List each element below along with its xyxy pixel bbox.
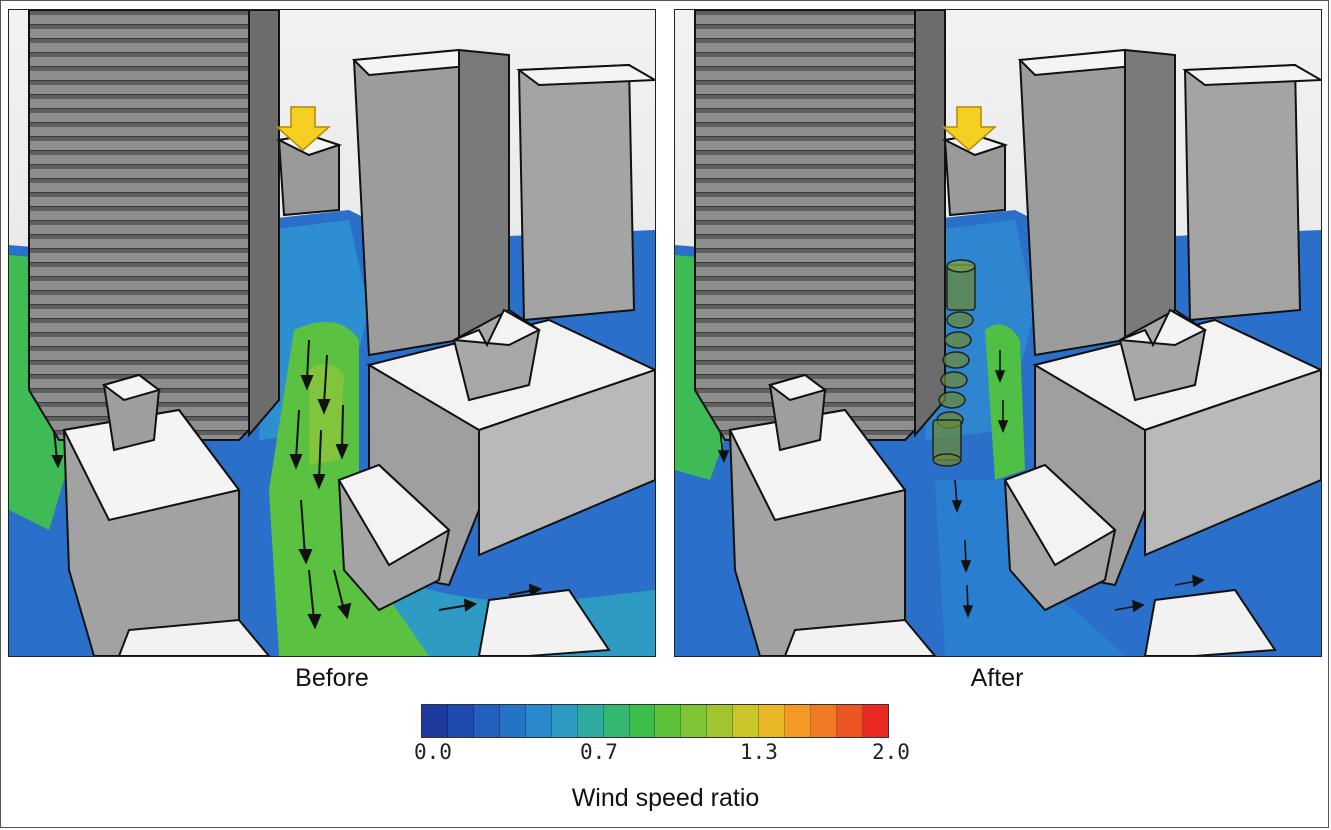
- colorbar-swatch: [551, 705, 578, 737]
- wind-speed-colorbar: [421, 704, 889, 738]
- colorbar-swatch: [422, 705, 448, 737]
- caption-before: Before: [295, 664, 369, 692]
- inflow-arrow-icon: [941, 106, 997, 152]
- colorbar-tick-label: 0.0: [414, 740, 452, 764]
- before-left-block: [62, 373, 241, 656]
- colorbar-swatch: [447, 705, 474, 737]
- before-front-block: [337, 308, 655, 612]
- after-left-block: [728, 373, 907, 656]
- colorbar-swatch: [785, 705, 812, 737]
- colorbar-swatch: [629, 705, 656, 737]
- colorbar-swatch: [733, 705, 760, 737]
- colorbar-swatch: [862, 705, 888, 737]
- colorbar-swatch: [525, 705, 552, 737]
- colorbar-tick-label: 1.3: [740, 740, 778, 764]
- colorbar-swatch: [837, 705, 863, 737]
- colorbar-swatch: [473, 705, 500, 737]
- colorbar-swatch: [499, 705, 526, 737]
- colorbar-swatch: [577, 705, 604, 737]
- before-tower: [28, 10, 280, 441]
- panel-before-simulation: [8, 9, 656, 657]
- before-wind-vectors: [43, 310, 543, 630]
- after-front-block: [1003, 308, 1321, 612]
- colorbar-swatch: [707, 705, 734, 737]
- panel-after-simulation: [674, 9, 1322, 657]
- ground-field-green-strip: [985, 324, 1025, 480]
- before-right-towers: [351, 48, 655, 357]
- after-right-towers: [1017, 48, 1321, 357]
- inflow-arrow-icon: [275, 106, 331, 152]
- caption-after: After: [970, 664, 1024, 692]
- after-tower: [694, 10, 946, 441]
- colorbar-tick-label: 2.0: [872, 740, 910, 764]
- colorbar-swatch: [811, 705, 837, 737]
- colorbar-tick-label: 0.7: [580, 740, 618, 764]
- tree-canopy-cylinders: [932, 259, 976, 467]
- colorbar-label: Wind speed ratio: [571, 784, 760, 812]
- colorbar-swatch: [603, 705, 630, 737]
- colorbar-swatch: [655, 705, 682, 737]
- colorbar-swatch: [681, 705, 708, 737]
- colorbar-swatch: [759, 705, 786, 737]
- after-scene: [675, 10, 1321, 656]
- before-scene: [9, 10, 655, 656]
